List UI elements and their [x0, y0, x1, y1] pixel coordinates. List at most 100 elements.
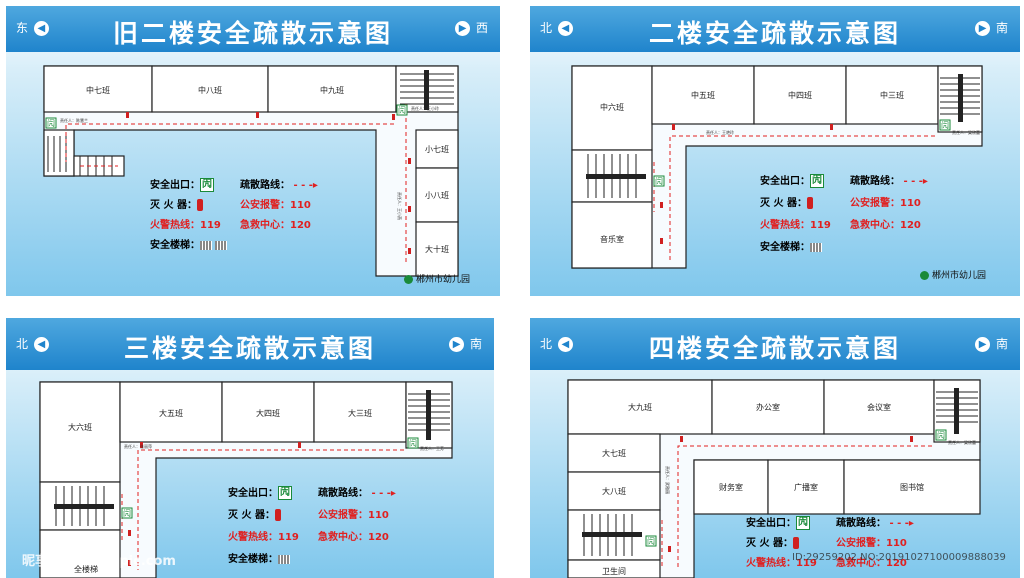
arrow-right-icon: ▶ [449, 337, 465, 352]
room-zhong3 [845, 65, 939, 125]
floor-plan-drawing: 闶 闶 中七班 中八班 中九班 小七班 小八班 大十班 责任人：陈慧兰 责任人：… [43, 65, 459, 277]
exit-sign-icon: 闶 [810, 174, 824, 188]
watermark-id: ID:29259202 NO:20191027100009888039 [792, 552, 1006, 563]
dashed-arrow-icon: - - -▸ [371, 488, 396, 499]
room-label: 中九班 [320, 85, 344, 95]
room-label: 大八班 [602, 486, 626, 496]
dashed-arrow-icon: - - -▸ [903, 176, 928, 187]
svg-text:闶: 闶 [647, 537, 655, 546]
room-label: 大七班 [602, 448, 626, 458]
room-label: 大五班 [159, 408, 183, 418]
room-label: 大六班 [68, 422, 92, 432]
exit-sign-icon: 闶 [653, 175, 665, 187]
stair-steps-left [582, 514, 642, 556]
stair-steps-left [54, 486, 114, 526]
responsible-person: 责任人：王小玲 [411, 105, 439, 111]
legend-exit-label: 安全出口： [228, 488, 278, 499]
exit-sign-icon: 闶 [407, 437, 419, 449]
extinguisher-icon [792, 537, 799, 549]
panel-title: 二楼安全疏散示意图 [648, 19, 901, 48]
legend-extinguisher-label: 灭 火 器： [228, 510, 275, 521]
floor-plan-drawing: 闶 闶 大九班 办公室 会议室 大七班 大八班 财务室 广播室 图书馆 卫生间 … [567, 379, 981, 578]
arrow-right-icon: ▶ [975, 337, 991, 352]
panel-title: 四楼安全疏散示意图 [648, 334, 901, 363]
extinguisher-icons [126, 112, 411, 254]
stairs-icon [200, 240, 212, 250]
responsible-person: 责任人：张丽萍 [124, 443, 152, 449]
legend-route-label: 疏散路线： [240, 180, 290, 191]
partial-stairs-label: 全楼梯 [74, 564, 98, 574]
direction-label: 北 [540, 21, 553, 35]
aid-number: 120 [368, 532, 389, 543]
extinguisher-icons [660, 124, 833, 244]
direction-label: 南 [995, 337, 1008, 351]
compass-left: 北 ◀ [540, 19, 575, 36]
police-number: 110 [886, 538, 907, 549]
room-da10 [415, 221, 459, 277]
room-label: 小七班 [425, 144, 449, 154]
responsible-person: 责任人：陈慧兰 [60, 117, 88, 123]
arrow-left-icon: ◀ [33, 21, 49, 36]
room-label: 中五班 [691, 90, 715, 100]
legend-exit-label: 安全出口： [150, 180, 200, 191]
svg-text:闶: 闶 [937, 431, 945, 440]
responsible-person: 责任人：王艳玲 [706, 129, 734, 135]
extinguisher-icon [274, 509, 281, 521]
school-logo: 郴州市幼儿园 [920, 268, 986, 281]
stair-steps-top-right [936, 388, 978, 434]
legend: 安全出口：闶 疏散路线： - - -▸ 灭 火 器： 公安报警：110 火警热线… [760, 172, 980, 253]
floor-plan-drawing: 闶 闶 中六班 中五班 中四班 中三班 音乐室 责任人：王艳玲 责任人：梁欣蕾 [571, 65, 983, 269]
room-zhong7 [43, 65, 153, 113]
room-da3 [313, 381, 407, 443]
room-label: 财务室 [719, 482, 743, 492]
svg-text:闶: 闶 [941, 121, 949, 130]
svg-text:闶: 闶 [398, 106, 406, 115]
room-da5 [119, 381, 223, 443]
room-label: 中六班 [600, 102, 624, 112]
direction-label: 北 [16, 337, 29, 351]
legend-fire-label: 火警热线： [746, 558, 796, 569]
dashed-arrow-icon: - - -▸ [889, 518, 914, 529]
stair-steps-left [586, 154, 646, 198]
room-label: 大四班 [256, 408, 280, 418]
stair-steps-top-right [400, 70, 454, 110]
responsible-person: 责任人：武雅丽 [665, 466, 671, 494]
stair-left [43, 129, 75, 177]
room-label: 卫生间 [602, 566, 626, 576]
floor-plan-drawing: 闶 闶 大六班 大五班 大四班 大三班 责任人：张丽萍 责任人：王芳 全楼梯 [39, 381, 453, 578]
logo-text: 郴州市幼儿园 [932, 271, 987, 281]
legend: 安全出口：闶 疏散路线： - - -▸ 灭 火 器： 公安报警：110 火警热线… [228, 484, 448, 565]
arrow-left-icon: ◀ [33, 337, 49, 352]
stairs-icon [215, 240, 228, 250]
svg-text:闶: 闶 [123, 509, 131, 518]
room-zhong6 [571, 65, 653, 151]
room-label: 中三班 [880, 90, 904, 100]
legend-fire-label: 火警热线： [150, 220, 200, 231]
police-number: 110 [368, 510, 389, 521]
room-da9 [567, 379, 713, 435]
exit-sign-icon: 闶 [200, 178, 214, 192]
stairs-icon [810, 242, 822, 252]
legend-police-label: 公安报警： [318, 510, 368, 521]
legend-extinguisher-label: 灭 火 器： [760, 198, 807, 209]
direction-label: 北 [540, 337, 553, 351]
direction-label: 南 [995, 21, 1008, 35]
extinguisher-icons [128, 442, 301, 566]
legend-stairs-label: 安全楼梯： [150, 240, 200, 251]
room-broadcast [767, 459, 845, 515]
compass-left: 东 ◀ [16, 19, 51, 36]
legend-aid-label: 急救中心： [318, 532, 368, 543]
compass-left: 北 ◀ [16, 335, 51, 352]
room-da8 [567, 471, 661, 511]
svg-text:闶: 闶 [655, 177, 663, 186]
dashed-arrow-icon: - - -▸ [293, 180, 318, 191]
room-label: 中四班 [788, 90, 812, 100]
room-library [843, 459, 981, 515]
panel-title: 三楼安全疏散示意图 [123, 334, 376, 363]
arrow-right-icon: ▶ [975, 21, 991, 36]
panel-header: 东 ◀ 旧二楼安全疏散示意图 ▶ 西 [6, 6, 500, 52]
logo-icon [920, 271, 929, 280]
watermark-brand: 昵享网 www.nipic.com [22, 554, 176, 569]
compass-right: ▶ 南 [973, 335, 1008, 352]
legend-aid-label: 急救中心： [240, 220, 290, 231]
